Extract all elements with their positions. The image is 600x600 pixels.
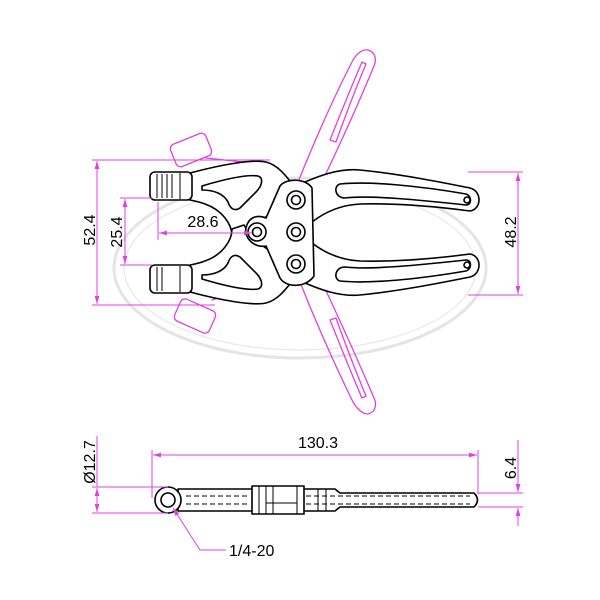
ghost-lower-jaw-pad xyxy=(173,298,217,334)
upper-handle-slot xyxy=(335,182,472,206)
dimension-pivot-diameter-label: Ø12.7 xyxy=(82,440,99,484)
ghost-lower-handle xyxy=(299,281,377,415)
dimension-jaw-height: 25.4 xyxy=(109,197,152,266)
side-pivot-block xyxy=(251,485,305,515)
dimension-jaw-depth-label: 28.6 xyxy=(187,214,218,231)
pivot-lower xyxy=(286,254,306,274)
ghost-upper-handle-slot xyxy=(329,61,367,143)
top-view: 52.4 25.4 28.6 48.2 xyxy=(82,49,523,415)
side-view: 130.3 Ø12.7 6.4 1/4-20 xyxy=(82,435,523,560)
dimension-overall-height-label: 52.4 xyxy=(82,214,99,245)
upper-handle-end-hole xyxy=(463,196,471,204)
side-pivot-eye xyxy=(154,486,182,514)
dimension-handle-spread: 48.2 xyxy=(468,171,523,296)
side-step-lines xyxy=(317,489,327,511)
dimension-overall-length-label: 130.3 xyxy=(298,435,338,452)
ghost-upper-jaw-pad xyxy=(169,132,213,168)
lower-handle-slot xyxy=(335,259,472,283)
dimension-handle-spread-label: 48.2 xyxy=(503,216,520,247)
thread-callout: 1/4-20 xyxy=(172,507,274,560)
dimension-overall-height: 52.4 xyxy=(82,159,270,306)
ghost-upper-handle xyxy=(297,49,376,183)
dimension-overall-length: 130.3 xyxy=(151,435,479,498)
side-body xyxy=(177,488,479,512)
lower-handle-end-hole xyxy=(463,261,471,269)
dimension-jaw-depth: 28.6 xyxy=(157,202,252,240)
lower-jaw-pad xyxy=(149,264,193,294)
dimension-thickness: 6.4 xyxy=(478,440,523,526)
upper-jaw-cutout xyxy=(201,174,263,211)
upper-jaw-pad xyxy=(149,171,193,201)
dimension-thickness-label: 6.4 xyxy=(503,457,520,479)
thread-callout-label: 1/4-20 xyxy=(229,543,274,560)
side-hidden-lines xyxy=(186,495,470,505)
dimension-pivot-diameter: Ø12.7 xyxy=(82,436,168,514)
upper-handle xyxy=(295,168,480,223)
dimension-jaw-height-label: 25.4 xyxy=(109,216,126,247)
pivot-center xyxy=(286,222,306,242)
pivot-upper xyxy=(286,190,306,210)
lower-handle xyxy=(295,242,480,297)
ghost-lower-handle-slot xyxy=(329,317,367,399)
lower-jaw-cutout xyxy=(201,254,263,291)
